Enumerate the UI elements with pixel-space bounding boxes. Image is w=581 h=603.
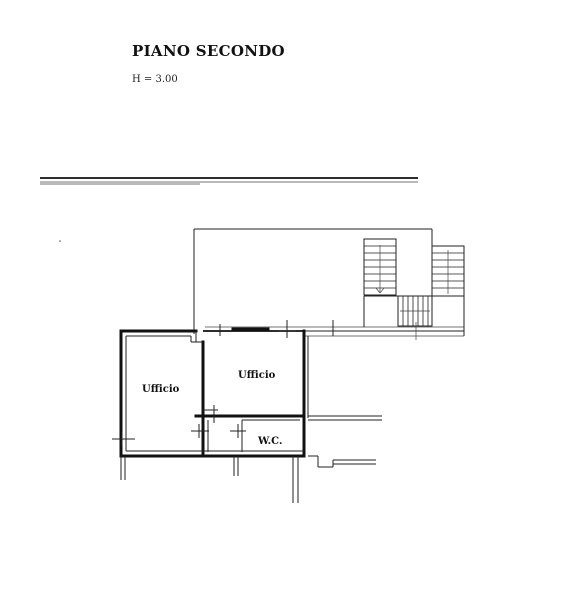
height-note: H = 3.00 bbox=[132, 74, 178, 85]
stair-flight-left bbox=[363, 238, 397, 296]
stray-mark bbox=[59, 240, 61, 242]
office-walls bbox=[119, 327, 382, 503]
stair-flight-right bbox=[431, 245, 465, 297]
plan-title: PIANO SECONDO bbox=[132, 42, 285, 60]
room-label-ufficio-left: Ufficio bbox=[142, 384, 180, 395]
stair-flight-lower bbox=[397, 295, 433, 340]
upper-boundary-lines bbox=[40, 177, 418, 185]
room-label-ufficio-center: Ufficio bbox=[238, 370, 276, 381]
section-marks bbox=[112, 320, 334, 446]
upper-landing-outline bbox=[193, 228, 465, 337]
room-label-wc: W.C. bbox=[257, 436, 282, 447]
